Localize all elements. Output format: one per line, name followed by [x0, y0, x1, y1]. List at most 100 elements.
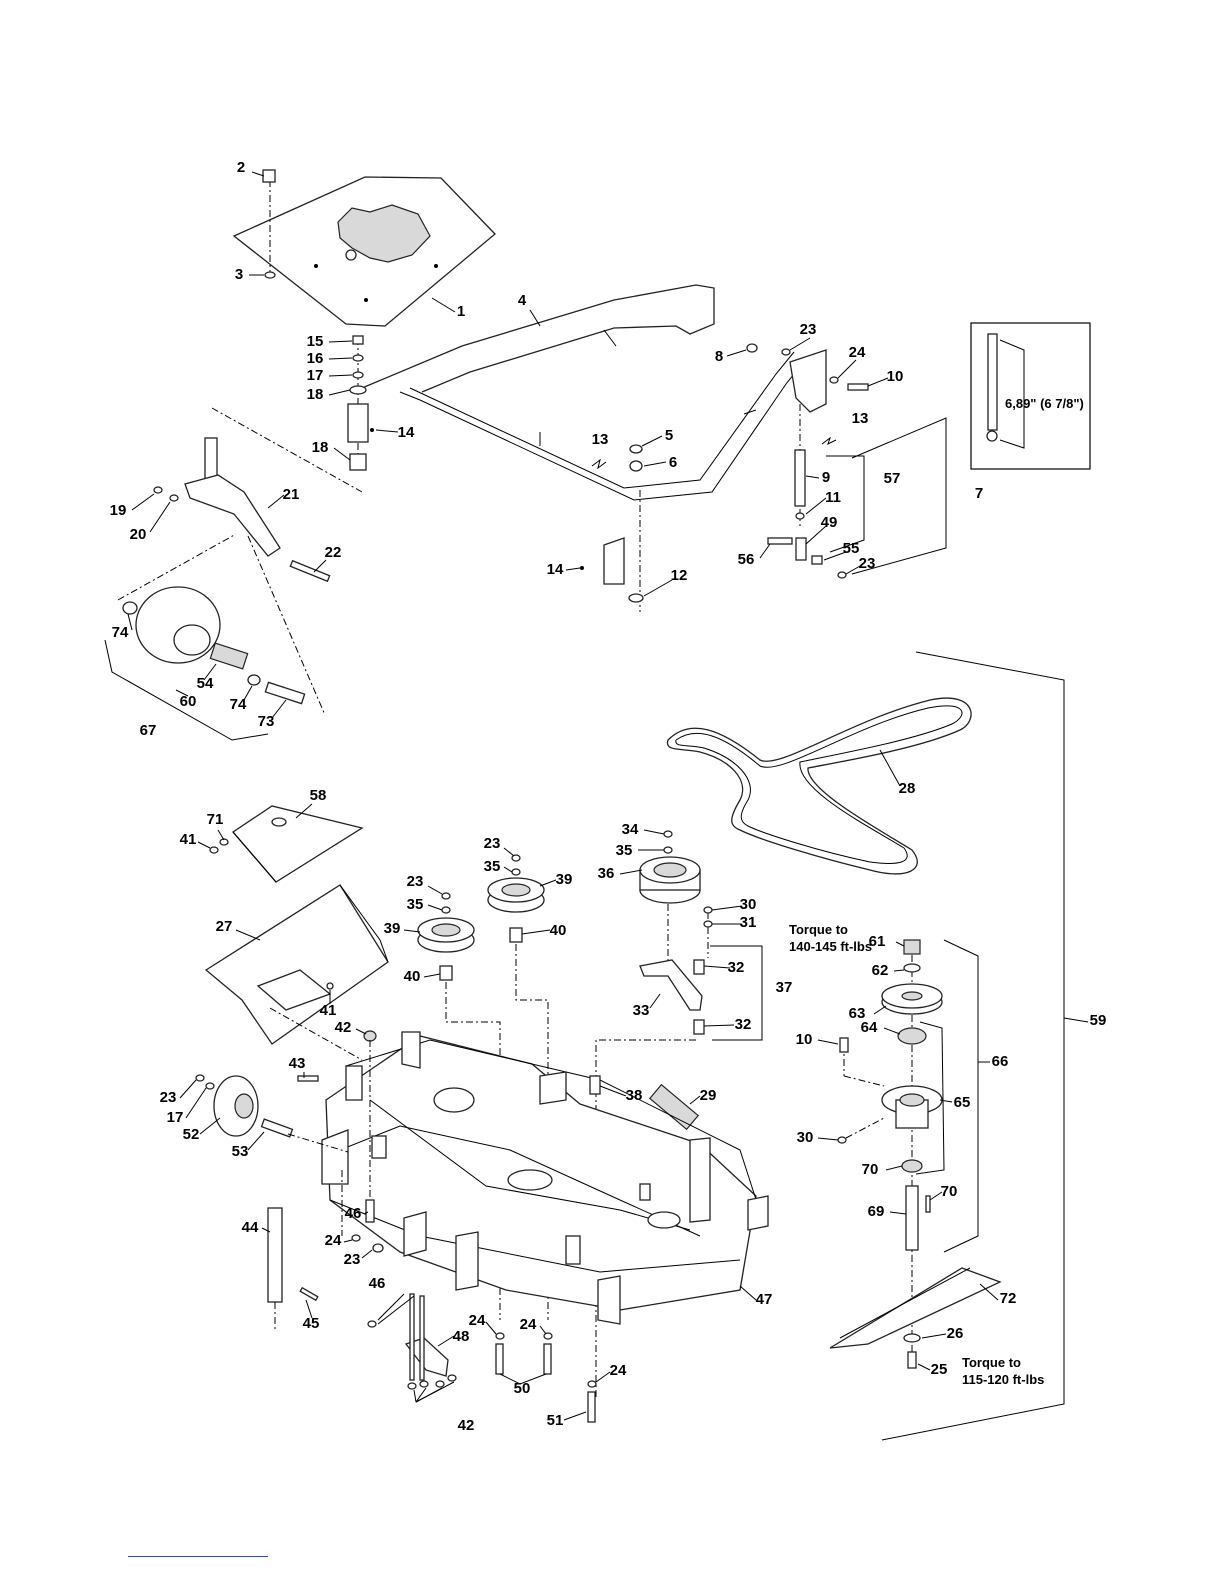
part-number-label: 36: [598, 865, 615, 882]
detail-dimension-label: 6,89" (6 7/8"): [1005, 396, 1084, 411]
part-number-label: 45: [303, 1315, 320, 1332]
part-number-label: 53: [232, 1143, 249, 1160]
caster-wheel: [104, 586, 306, 741]
part-number-label: 73: [258, 713, 275, 730]
part-number-label: 22: [325, 544, 342, 561]
part-number-label: 24: [520, 1316, 537, 1333]
deck-housing-47: [321, 1031, 769, 1325]
deck-cover-plate: [232, 169, 496, 327]
part-number-label: 17: [307, 367, 324, 384]
part-number-label: 5: [665, 427, 673, 444]
part-number-label: 55: [843, 540, 860, 557]
part-number-label: 44: [242, 1219, 259, 1236]
part-number-label: 32: [735, 1016, 752, 1033]
part-number-label: 67: [140, 722, 157, 739]
part-number-label: 65: [954, 1094, 971, 1111]
part-number-label: 23: [859, 555, 876, 572]
part-number-label: 23: [160, 1089, 177, 1106]
part-number-label: 43: [289, 1055, 306, 1072]
part-number-label: 63: [849, 1005, 866, 1022]
part-number-label: 29: [700, 1087, 717, 1104]
part-number-label: 49: [821, 514, 838, 531]
part-number-label: 61: [869, 933, 886, 950]
caster-arm-assembly: [117, 407, 363, 716]
part-number-label: 41: [320, 1002, 337, 1019]
part-number-label: 35: [484, 858, 501, 875]
part-number-label: 35: [407, 896, 424, 913]
part-number-label: 33: [633, 1002, 650, 1019]
spring-29: [648, 1083, 700, 1131]
part-number-label: 2: [237, 159, 245, 176]
part-number-label: 4: [518, 292, 527, 309]
part-number-label: 17: [167, 1109, 184, 1126]
footer-link-rule: [128, 1556, 268, 1557]
part-number-label: 40: [550, 922, 567, 939]
drive-belt: [666, 697, 972, 875]
idler-arm-37: [595, 906, 763, 1400]
belt-shield-58: [209, 805, 364, 883]
lift-frame: [361, 284, 827, 612]
part-number-label: 32: [728, 959, 745, 976]
bracket-59: [881, 651, 1065, 1441]
part-number-label: 34: [622, 821, 639, 838]
part-number-label: 37: [776, 979, 793, 996]
part-number-label: 16: [307, 350, 324, 367]
part-number-label: 18: [307, 386, 324, 403]
part-number-label: 66: [992, 1053, 1009, 1070]
part-number-label: 24: [469, 1312, 486, 1329]
part-number-label: 27: [216, 918, 233, 935]
part-number-label: 58: [310, 787, 327, 804]
pulley-center: [487, 854, 549, 1320]
part-number-label: 40: [404, 968, 421, 985]
part-number-label: 47: [756, 1291, 773, 1308]
part-number-label: 48: [453, 1328, 470, 1345]
right-adjust-hardware: [746, 343, 869, 579]
part-number-label: 46: [345, 1205, 362, 1222]
part-number-label: 52: [183, 1126, 200, 1143]
part-number-label: 51: [547, 1412, 564, 1429]
belt-cover-27: [204, 884, 389, 1061]
part-number-label: 69: [868, 1203, 885, 1220]
part-number-label: 14: [547, 561, 564, 578]
part-number-label: 24: [325, 1232, 342, 1249]
left-pivot-stack: [347, 335, 369, 471]
part-number-label: 39: [556, 871, 573, 888]
part-number-label: 25: [931, 1361, 948, 1378]
part-number-label: 14: [398, 424, 415, 441]
part-number-label: 64: [861, 1019, 878, 1036]
part-number-label: 38: [626, 1087, 643, 1104]
part-number-label: 19: [110, 502, 127, 519]
blade-torque-line2: 115-120 ft-lbs: [962, 1372, 1044, 1387]
part-number-label: 10: [887, 368, 904, 385]
part-number-label: 23: [407, 873, 424, 890]
part-number-label: 24: [849, 344, 866, 361]
part-number-label: 6: [669, 454, 677, 471]
part-number-label: 10: [796, 1031, 813, 1048]
spindle-bolts: [495, 1332, 597, 1423]
part-number-label: 30: [797, 1129, 814, 1146]
part-number-label: 1: [457, 303, 465, 320]
part-number-label: 39: [384, 920, 401, 937]
part-number-label: 71: [207, 811, 224, 828]
part-number-label: 41: [180, 831, 197, 848]
part-number-label: 23: [484, 835, 501, 852]
idler-pulley-36: [639, 830, 701, 964]
part-number-label: 9: [822, 469, 830, 486]
deck-left-hardware: [267, 982, 384, 1330]
part-number-label: 8: [715, 348, 723, 365]
part-number-label: 21: [283, 486, 300, 503]
part-number-label: 23: [800, 321, 817, 338]
blade-torque-line1: Torque to: [962, 1355, 1021, 1370]
part-number-label: 74: [112, 624, 129, 641]
detail-box-adjust-rod: [970, 322, 1091, 470]
part-number-label: 20: [130, 526, 147, 543]
part-number-label: 54: [197, 675, 214, 692]
part-number-label: 3: [235, 266, 243, 283]
center-hardware: [370, 428, 644, 603]
part-number-label: 62: [872, 962, 889, 979]
bracket-48: [367, 1293, 457, 1403]
part-number-label: 60: [180, 693, 197, 710]
part-number-label: 13: [852, 410, 869, 427]
part-number-label: 42: [458, 1417, 475, 1434]
